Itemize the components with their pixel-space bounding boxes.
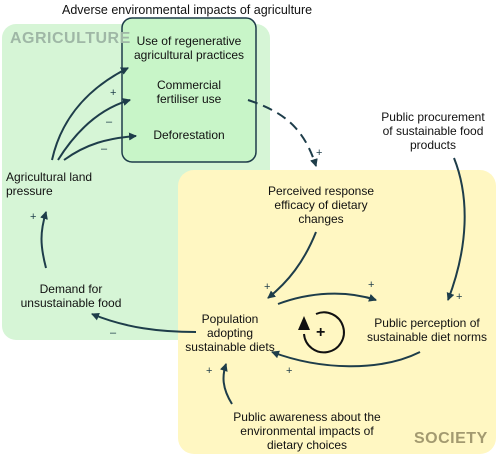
polarity-population-to-demand: – xyxy=(110,327,117,339)
node-perceived-efficacy: Perceived response efficacy of dietary c… xyxy=(256,184,386,226)
society-zone-label: SOCIETY xyxy=(414,430,488,447)
node-label: Deforestation xyxy=(153,128,225,142)
node-deforestation: Deforestation xyxy=(126,128,252,142)
arrow-demand-to-pressure xyxy=(40,211,48,269)
arrow-pressure-to-regenerative xyxy=(51,67,129,161)
polarity-demand-to-pressure: + xyxy=(30,211,37,223)
arrow-population-to-demand xyxy=(91,312,197,333)
arrow-practices-to-perceived xyxy=(247,99,318,167)
diagram-title: Adverse environmental impacts of agricul… xyxy=(62,3,313,17)
arrow-awareness-to-population xyxy=(219,363,233,405)
polarity-pressure-to-deforestation: – xyxy=(101,143,108,155)
node-regenerative-practices: Use of regenerative agricultural practic… xyxy=(126,34,252,62)
node-label: Public perception of sustainable diet no… xyxy=(366,316,488,344)
agriculture-zone-label: AGRICULTURE xyxy=(10,30,131,47)
polarity-perceived-to-population: + xyxy=(264,281,271,293)
arrow-pressure-to-fertiliser xyxy=(57,98,131,161)
reinforcing-loop-icon xyxy=(303,311,345,354)
arrow-perceived-to-population xyxy=(267,231,317,299)
node-label: Public awareness about the environmental… xyxy=(233,410,381,452)
polarity-perception-to-population: + xyxy=(286,365,293,377)
arrow-procurement-to-perception xyxy=(446,157,466,301)
node-demand: Demand for unsustainable food xyxy=(6,282,136,310)
node-label: Perceived response efficacy of dietary c… xyxy=(267,184,375,226)
polarity-pressure-to-fertiliser: – xyxy=(106,116,113,128)
arrow-population-to-perception xyxy=(277,292,377,305)
practices-box xyxy=(121,17,257,163)
polarity-pressure-to-regenerative: + xyxy=(110,87,117,99)
node-public-perception: Public perception of sustainable diet no… xyxy=(360,316,494,344)
node-label: Commercial fertiliser use xyxy=(156,78,222,106)
node-label: Demand for unsustainable food xyxy=(20,282,122,310)
node-public-awareness: Public awareness about the environmental… xyxy=(220,410,394,452)
node-fertiliser-use: Commercial fertiliser use xyxy=(126,78,252,106)
polarity-awareness-to-population: + xyxy=(206,365,213,377)
arrow-perception-to-population xyxy=(271,350,421,368)
arrow-pressure-to-deforestation xyxy=(63,132,137,161)
node-label: Agricultural land pressure xyxy=(6,170,93,198)
polarity-procurement-to-perception: + xyxy=(456,291,463,303)
polarity-practices-to-perceived: + xyxy=(316,147,323,159)
node-label: Public procurement of sustainable food p… xyxy=(381,110,485,152)
society-zone xyxy=(178,170,496,454)
node-label: Population adopting sustainable diets xyxy=(185,312,275,354)
node-population-adopting: Population adopting sustainable diets xyxy=(180,312,280,354)
polarity-population-to-perception: + xyxy=(368,279,375,291)
node-label: Use of regenerative agricultural practic… xyxy=(133,34,245,62)
reinforcing-loop-arrowhead xyxy=(298,316,310,330)
node-land-pressure: Agricultural land pressure xyxy=(6,170,92,198)
node-public-procurement: Public procurement of sustainable food p… xyxy=(368,110,498,152)
reinforcing-loop-sign: + xyxy=(316,324,326,341)
